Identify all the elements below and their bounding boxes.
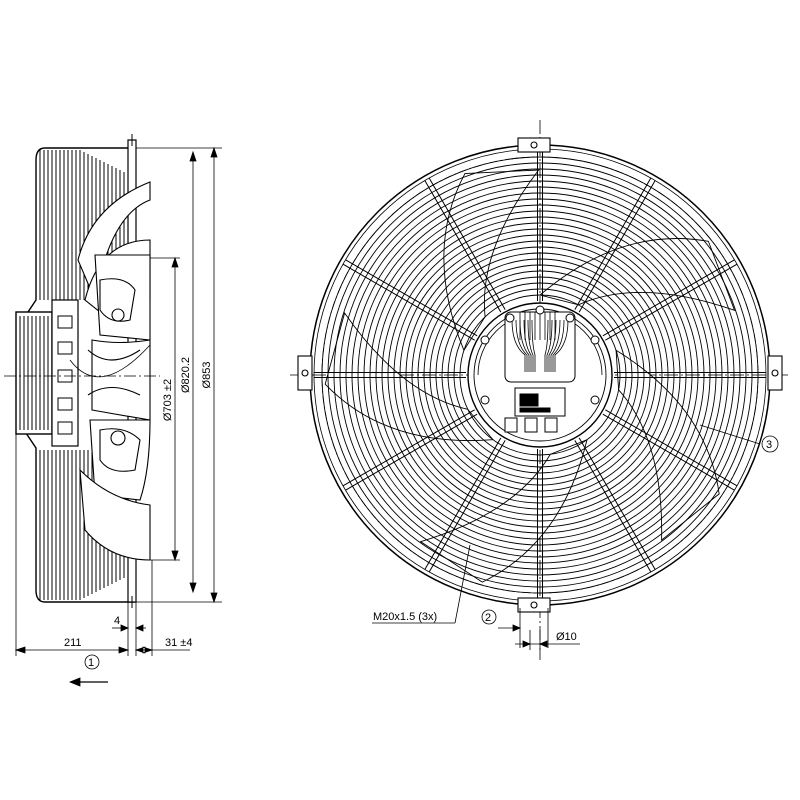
thread-label: M20x1.5 (3x) [373, 611, 437, 623]
front-brackets [297, 137, 783, 613]
dim-flange-4: 4 [114, 615, 120, 627]
dim-diameter-820: Ø820.2 [180, 357, 192, 393]
side-dimensions [14, 146, 222, 687]
hole-diameter-label: Ø10 [556, 631, 577, 643]
callout-1: 1 [88, 657, 94, 669]
side-motor [15, 299, 79, 447]
front-view-labels: 3 M20x1.5 (3x) 2 Ø10 [373, 439, 772, 643]
dim-depth-211: 211 [64, 637, 82, 649]
front-guard-rings [321, 156, 759, 594]
side-view-labels: Ø703 ±2 Ø820.2 Ø853 211 4 31 ±4 1 [64, 357, 213, 669]
dim-diameter-853: Ø853 [201, 362, 213, 389]
front-dimensions [372, 424, 779, 650]
dim-offset-31: 31 ±4 [165, 637, 192, 649]
side-blades [69, 181, 151, 561]
side-view [4, 134, 222, 687]
callout-2: 2 [485, 612, 491, 624]
callout-3: 3 [766, 439, 772, 451]
front-guard-spokes [314, 149, 766, 601]
dim-diameter-703: Ø703 ±2 [162, 379, 174, 421]
front-view [290, 120, 790, 660]
front-hub [467, 302, 613, 448]
